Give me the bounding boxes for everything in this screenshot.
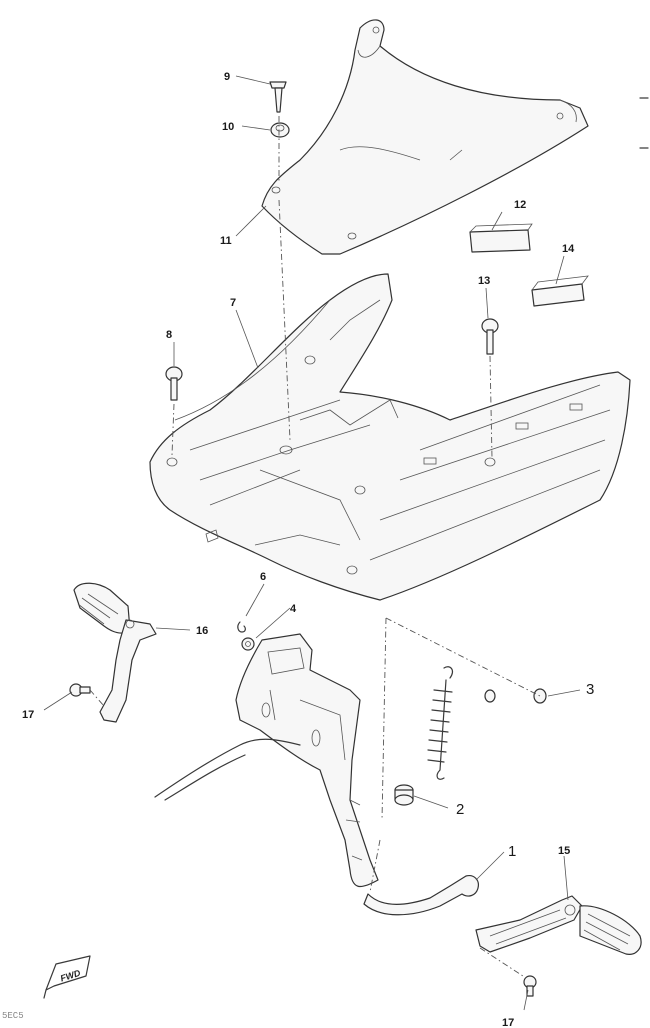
- pad-part-2: [531, 275, 589, 307]
- upper-cover-part: [261, 19, 589, 255]
- bolt-part-2: [165, 366, 183, 401]
- bolt-part: [481, 318, 499, 355]
- callout-9: 9: [224, 71, 230, 83]
- spring-part: [427, 666, 454, 780]
- callout-17-left: 17: [22, 709, 34, 721]
- callout-6: 6: [260, 571, 266, 583]
- footboard-part: [149, 273, 631, 601]
- callout-10: 10: [222, 121, 234, 133]
- figure-code: 5EC5: [2, 1011, 24, 1021]
- footrest-bolt-part: [69, 683, 91, 697]
- callout-1: 1: [508, 843, 516, 860]
- callout-7: 7: [230, 297, 236, 309]
- clip-part: [237, 621, 246, 633]
- collar-part-2: [394, 784, 414, 806]
- callout-3: 3: [586, 681, 594, 698]
- main-stand-part: [154, 633, 379, 888]
- callout-4: 4: [290, 603, 297, 615]
- callout-15: 15: [558, 845, 570, 857]
- screw-part: [269, 81, 287, 113]
- callout-14: 14: [562, 243, 575, 255]
- collar-part: [484, 688, 547, 704]
- pad-part: [469, 223, 533, 253]
- callout-2: 2: [456, 801, 464, 818]
- callout-labels: 9 10 11 12 14 13 7 8 6 4 16 17 3 2 1 15 …: [22, 71, 594, 1028]
- callout-11: 11: [220, 235, 232, 247]
- callout-8: 8: [166, 329, 172, 341]
- washer-part: [241, 637, 255, 651]
- assembly-lines: [89, 116, 541, 979]
- callout-17-right: 17: [502, 1017, 514, 1028]
- leader-lines: [43, 75, 581, 1011]
- stand-lever-part: [363, 875, 479, 916]
- callout-16: 16: [196, 625, 208, 637]
- right-footrest-part: [475, 895, 642, 955]
- callout-13: 13: [478, 275, 490, 287]
- grommet-part: [270, 122, 290, 138]
- left-footrest-part: [73, 582, 157, 723]
- forward-arrow: FWD: [43, 955, 91, 999]
- footrest-bolt-part-2: [523, 975, 537, 997]
- callout-12: 12: [514, 199, 526, 211]
